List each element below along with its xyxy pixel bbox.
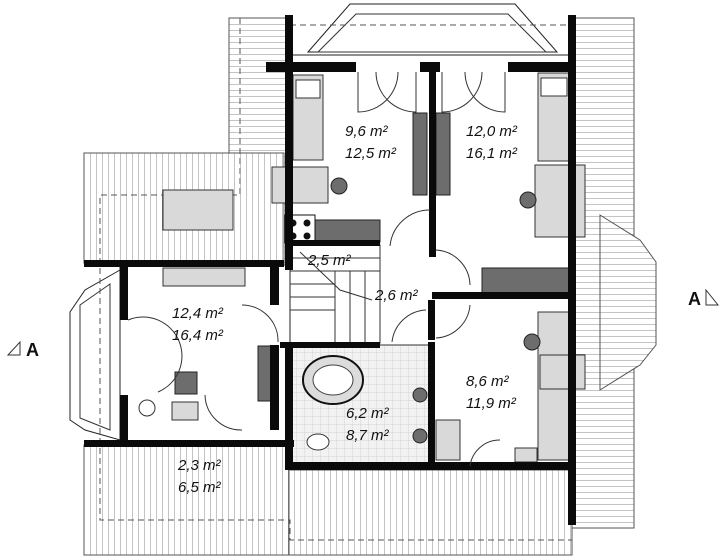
door-swings <box>127 71 506 467</box>
sink <box>412 428 428 444</box>
sink <box>412 387 428 403</box>
area-label: 16,1 m² <box>466 145 518 162</box>
chair <box>330 177 348 195</box>
section-label-left: A <box>26 340 39 360</box>
area-label: 6,5 m² <box>178 479 222 496</box>
shelf <box>481 267 571 295</box>
desk <box>539 354 586 390</box>
staircase <box>289 244 381 344</box>
area-label: 9,6 m² <box>345 123 389 140</box>
top-dormer <box>306 3 559 53</box>
chair <box>523 333 541 351</box>
desk <box>162 189 234 231</box>
roof-bottom <box>83 444 290 556</box>
area-label: 8,6 m² <box>466 373 510 390</box>
bed-pillow <box>295 79 321 99</box>
vanity <box>435 419 461 461</box>
bed-pillow <box>540 77 568 97</box>
room-labels: 9,6 m² 12,5 m² 12,0 m² 16,1 m² 2,5 m² 2,… <box>172 123 518 496</box>
left-bay <box>69 269 121 441</box>
section-mark-left: A <box>6 340 39 360</box>
roof-right-bay <box>599 214 657 391</box>
area-label: 16,4 m² <box>172 327 224 344</box>
dresser <box>257 345 273 402</box>
area-label: 6,2 m² <box>346 405 390 422</box>
shelf <box>304 219 381 243</box>
wardrobe <box>412 112 428 196</box>
chair <box>519 191 537 209</box>
wardrobe <box>435 112 451 196</box>
area-label: 2,3 m² <box>177 457 222 474</box>
desk <box>271 166 329 204</box>
bed <box>162 267 246 287</box>
area-label: 11,9 m² <box>466 395 517 412</box>
section-label-right: A <box>688 289 701 309</box>
area-label: 12,4 m² <box>172 305 224 322</box>
cabinet <box>514 447 538 463</box>
area-label: 12,0 m² <box>466 123 518 140</box>
area-label: 2,5 m² <box>307 252 352 269</box>
plant-icon <box>138 399 156 417</box>
armchair <box>174 371 198 395</box>
toilet <box>306 433 330 451</box>
side-table <box>171 401 199 421</box>
area-label: 2,6 m² <box>374 287 419 304</box>
roof-bottom-right <box>288 469 573 556</box>
desk <box>534 164 586 238</box>
furniture <box>138 72 586 463</box>
area-label: 12,5 m² <box>345 145 397 162</box>
section-mark-right: A <box>688 288 720 309</box>
area-label: 8,7 m² <box>346 427 390 444</box>
walls <box>84 15 576 525</box>
